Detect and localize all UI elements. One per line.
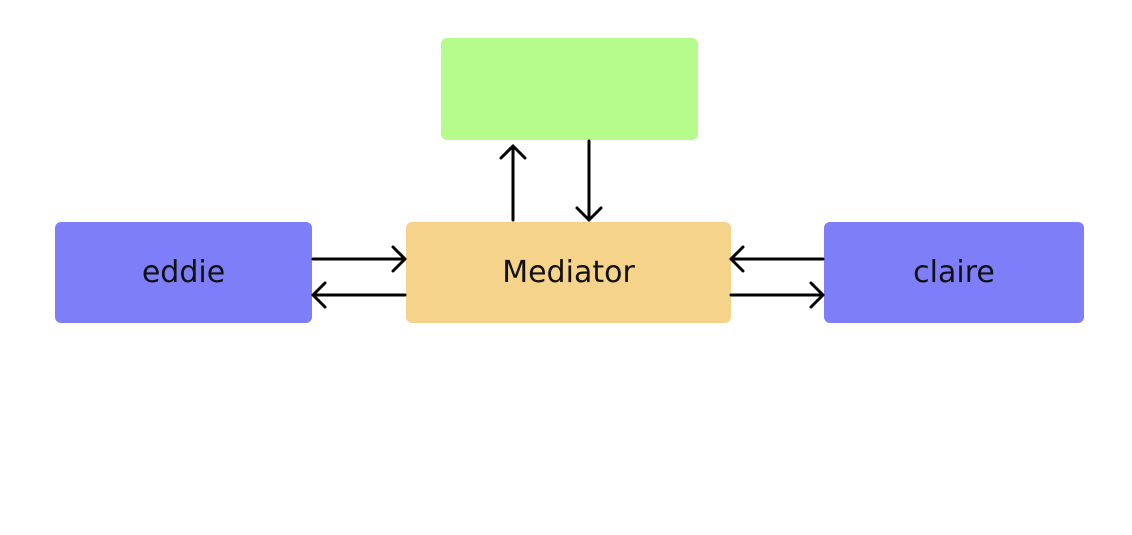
eddie-node-label: eddie (141, 255, 226, 290)
claire-node-label: claire (913, 255, 995, 290)
arrow-mediator-to-claire (729, 281, 825, 309)
top-node-box (441, 38, 698, 140)
arrow-mediator-to-eddie (311, 281, 407, 309)
arrow-claire-to-mediator (729, 245, 825, 273)
mediator-node-box: Mediator (406, 222, 731, 323)
eddie-node-box: eddie (55, 222, 312, 323)
arrow-mediator-to-top (499, 144, 527, 222)
arrow-eddie-to-mediator (311, 245, 407, 273)
arrow-top-to-mediator (575, 139, 603, 222)
mediator-node-label: Mediator (502, 255, 635, 290)
claire-node-box: claire (824, 222, 1084, 323)
